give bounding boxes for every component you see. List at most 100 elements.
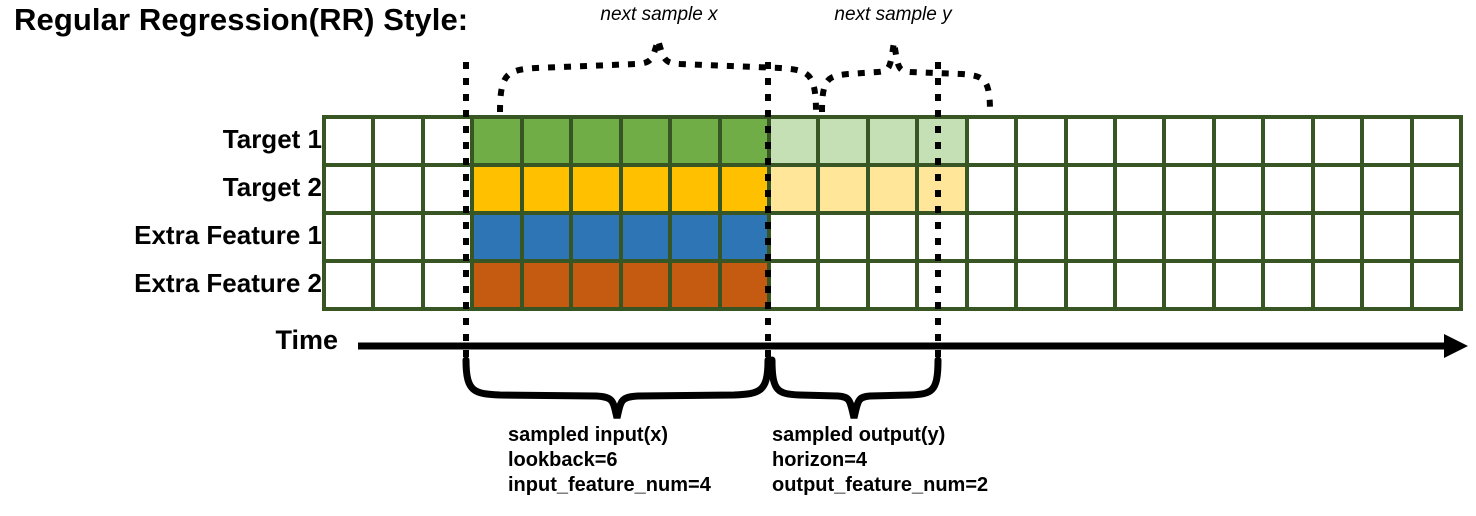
- grid-cell-empty: [1018, 215, 1064, 259]
- grid-cell-input: [523, 215, 570, 259]
- grid-cell-empty: [1265, 167, 1311, 211]
- row-label-target-1: Target 1: [222, 124, 322, 154]
- grid-cell-empty: [1265, 119, 1311, 163]
- grid-cell-empty: [375, 263, 421, 307]
- grid-cell-input: [573, 167, 619, 211]
- grid-cell-empty: [770, 263, 817, 307]
- grid-cell-empty: [1117, 263, 1163, 307]
- grid-cell-empty: [424, 119, 471, 163]
- grid-cell-empty: [820, 215, 866, 259]
- grid-cell-input: [672, 263, 718, 307]
- row-label-target-2: Target 2: [222, 172, 322, 202]
- grid-cell-empty: [1018, 167, 1064, 211]
- grid-cell-input: [721, 263, 767, 307]
- grid-cell-input: [672, 119, 718, 163]
- grid-cell-empty: [1364, 215, 1410, 259]
- grid-cell-empty: [1067, 263, 1113, 307]
- grid-cell-input: [523, 263, 570, 307]
- grid-cell-empty: [326, 119, 372, 163]
- grid-cell-empty: [1215, 263, 1262, 307]
- grid-cell-empty: [968, 215, 1015, 259]
- grid-cell-empty: [1215, 215, 1262, 259]
- grid-cell-empty: [375, 119, 421, 163]
- grid-cell-empty: [326, 215, 372, 259]
- row-label-extra-feature-1: Extra Feature 1: [134, 220, 322, 250]
- grid-cell-empty: [424, 215, 471, 259]
- grid-cell-empty: [1314, 263, 1361, 307]
- grid-cell-empty: [1166, 263, 1212, 307]
- grid-cell-input: [622, 215, 669, 259]
- grid-cell-output: [869, 167, 916, 211]
- grid-cell-empty: [1117, 167, 1163, 211]
- page-title: Regular Regression(RR) Style:: [14, 2, 469, 37]
- grid-cell-input: [523, 119, 570, 163]
- grid-row-target-1: [326, 119, 1460, 163]
- description-sampled-input: sampled input(x) lookback=6 input_featur…: [508, 424, 711, 496]
- grid-cell-empty: [375, 167, 421, 211]
- grid-cell-output: [770, 167, 817, 211]
- top-brace-next-sample-x: [497, 29, 819, 113]
- grid-cell-input: [672, 215, 718, 259]
- grid-cell-empty: [1215, 167, 1262, 211]
- grid-cell-empty: [1314, 215, 1361, 259]
- grid-cell-output: [869, 119, 916, 163]
- description-sampled-output: sampled output(y) horizon=4 output_featu…: [772, 424, 989, 496]
- grid-cell-empty: [326, 167, 372, 211]
- grid-cell-output: [770, 119, 817, 163]
- grid-cell-output: [919, 119, 965, 163]
- grid-cell-empty: [1364, 167, 1410, 211]
- grid-cell-empty: [770, 215, 817, 259]
- grid-cell-empty: [1067, 167, 1113, 211]
- grid-cell-empty: [820, 263, 866, 307]
- grid-cell-empty: [869, 215, 916, 259]
- grid-cell-empty: [1018, 263, 1064, 307]
- grid-cell-empty: [919, 263, 965, 307]
- grid-cell-input: [474, 167, 520, 211]
- grid-cell-output: [919, 167, 965, 211]
- grid-cell-empty: [968, 167, 1015, 211]
- grid-cell-empty: [1413, 167, 1460, 211]
- grid-cell-empty: [1364, 119, 1410, 163]
- grid-cell-input: [672, 167, 718, 211]
- grid-cell-empty: [424, 167, 471, 211]
- grid-cell-input: [622, 263, 669, 307]
- grid-cell-input: [721, 215, 767, 259]
- grid-cell-input: [474, 215, 520, 259]
- grid-cell-empty: [1117, 119, 1163, 163]
- timeseries-grid: [322, 115, 1463, 311]
- grid-cell-empty: [424, 263, 471, 307]
- grid-cell-empty: [1413, 263, 1460, 307]
- grid-cell-empty: [1314, 119, 1361, 163]
- bottom-brace-sampled-output: [768, 356, 942, 419]
- grid-cell-empty: [1413, 119, 1460, 163]
- grid-cell-empty: [326, 263, 372, 307]
- grid-cell-input: [474, 119, 520, 163]
- grid-cell-input: [573, 215, 619, 259]
- bottom-brace-sampled-input: [462, 356, 772, 419]
- grid-cell-input: [622, 167, 669, 211]
- grid-cell-empty: [968, 119, 1015, 163]
- grid-cell-input: [721, 119, 767, 163]
- grid-cell-empty: [1117, 215, 1163, 259]
- grid-cell-output: [820, 167, 866, 211]
- grid-cell-empty: [919, 215, 965, 259]
- grid-cell-empty: [1166, 215, 1212, 259]
- row-label-extra-feature-2: Extra Feature 2: [134, 268, 322, 298]
- grid-cell-empty: [1166, 167, 1212, 211]
- grid-cell-input: [573, 119, 619, 163]
- grid-cell-empty: [1067, 119, 1113, 163]
- grid-cell-empty: [1413, 215, 1460, 259]
- grid-cell-empty: [1166, 119, 1212, 163]
- grid-cell-empty: [1314, 167, 1361, 211]
- grid-cell-empty: [1364, 263, 1410, 307]
- grid-cell-empty: [1265, 215, 1311, 259]
- grid-cell-empty: [1067, 215, 1113, 259]
- grid-cell-empty: [869, 263, 916, 307]
- grid-cell-empty: [968, 263, 1015, 307]
- top-brace-next-sample-y: [819, 41, 993, 113]
- grid-cell-empty: [1215, 119, 1262, 163]
- grid-row-extra-feature-2: [326, 263, 1460, 307]
- grid-cell-output: [820, 119, 866, 163]
- grid-cell-empty: [375, 215, 421, 259]
- grid-cell-input: [523, 167, 570, 211]
